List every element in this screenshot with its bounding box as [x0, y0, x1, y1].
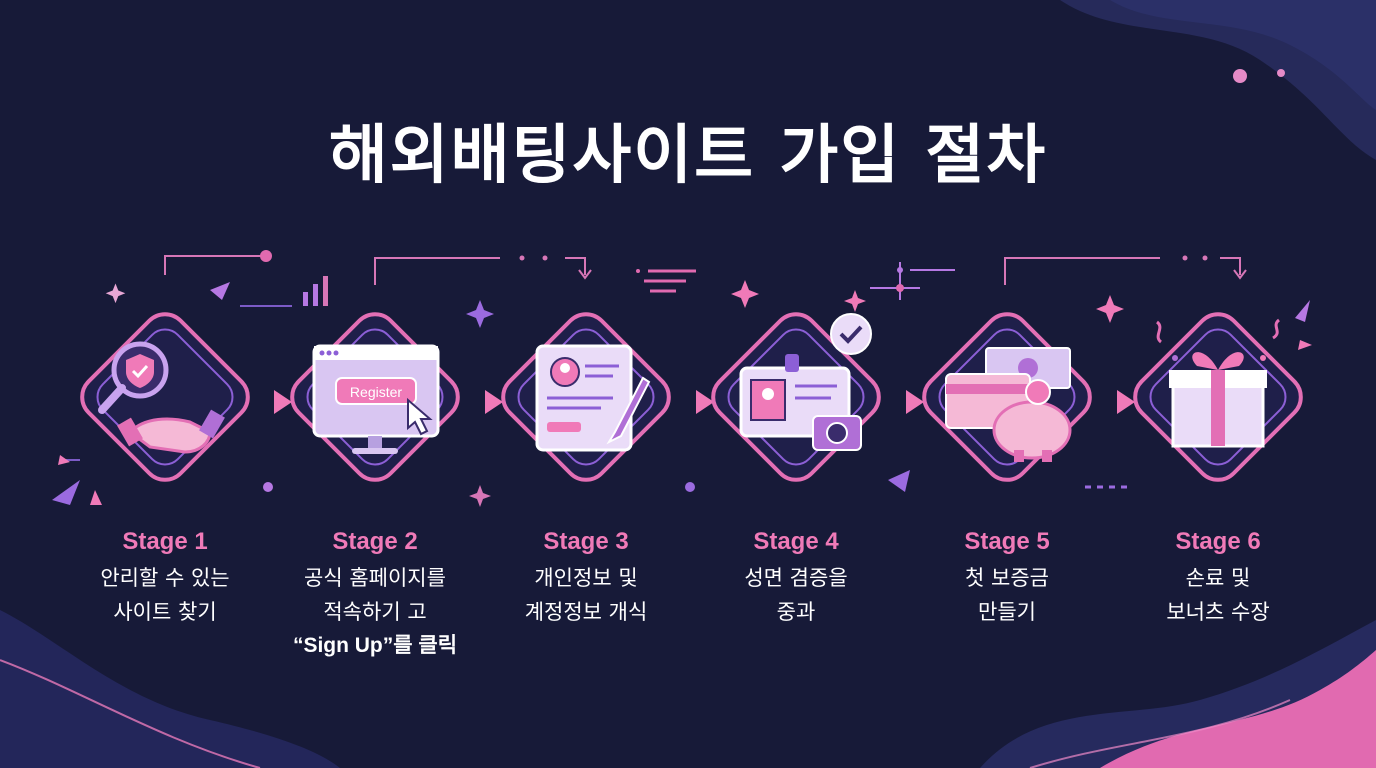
monitor-register-icon	[312, 344, 440, 454]
stage-6-line-1: 손료 및	[1185, 566, 1251, 590]
id-card-camera-icon	[739, 313, 872, 451]
stage-1-label: Stage 1 안리할 수 있는 사이트 찾기	[60, 527, 270, 629]
stage-3-label: Stage 3 개인정보 및 계정정보 개식	[481, 527, 691, 629]
stage-2-label: Stage 2 공식 홈페이지를 적속하기 고 “Sign Up”를 클릭	[270, 527, 480, 663]
stage-2-line-2: 적속하기 고	[323, 600, 427, 624]
stage-2-line-3: “Sign Up”를 클릭	[292, 634, 458, 657]
stage-4-number: Stage 4	[753, 528, 839, 555]
stage-1-number: Stage 1	[122, 528, 208, 555]
stage-5-line-1: 첫 보증금	[965, 566, 1049, 590]
stage-4-line-1: 성면 겸증을	[744, 566, 848, 590]
stage-4-line-2: 중과	[776, 600, 816, 624]
stage-5-description: 첫 보증금 만들기	[902, 561, 1112, 629]
stage-2-number: Stage 2	[332, 528, 418, 555]
shield-handshake-icon	[98, 341, 225, 454]
stage-6-label: Stage 6 손료 및 보너츠 수장	[1113, 527, 1323, 629]
stage-6-description: 손료 및 보너츠 수장	[1113, 561, 1323, 629]
stage-2-line-1: 공식 홈페이지를	[304, 566, 446, 590]
gift-box-icon	[1155, 318, 1281, 448]
stage-5-icon-diamond	[902, 282, 1112, 512]
stage-3-icon-diamond	[481, 282, 691, 512]
form-pen-icon	[535, 344, 651, 452]
stage-3-number: Stage 3	[543, 528, 629, 555]
register-button: Register	[349, 384, 403, 400]
stage-5-number: Stage 5	[964, 528, 1050, 555]
stage-2-icon-diamond: Register	[270, 282, 480, 512]
stage-4-description: 성면 겸증을 중과	[691, 561, 901, 629]
stage-6-number: Stage 6	[1175, 528, 1261, 555]
stage-5-label: Stage 5 첫 보증금 만들기	[902, 527, 1112, 629]
stage-1-line-2: 사이트 찾기	[113, 600, 217, 624]
stage-1-line-1: 안리할 수 있는	[100, 566, 230, 590]
stage-2-description: 공식 홈페이지를 적속하기 고 “Sign Up”를 클릭	[270, 561, 480, 663]
stage-1-description: 안리할 수 있는 사이트 찾기	[60, 561, 270, 629]
stage-4-label: Stage 4 성면 겸증을 중과	[691, 527, 901, 629]
stage-4-icon-diamond	[691, 282, 901, 512]
stage-3-line-2: 계정정보 개식	[524, 600, 648, 624]
page-title: 해외배팅사이트 가입 절차	[328, 119, 1048, 193]
stage-6-line-2: 보너츠 수장	[1166, 600, 1270, 624]
stage-3-line-1: 개인정보 및	[534, 566, 638, 590]
stage-6-icon-diamond	[1113, 282, 1323, 512]
card-piggybank-icon	[945, 347, 1072, 462]
stage-1-icon-diamond	[60, 282, 270, 512]
stage-5-line-2: 만들기	[978, 600, 1036, 624]
stage-3-description: 개인정보 및 계정정보 개식	[481, 561, 691, 629]
